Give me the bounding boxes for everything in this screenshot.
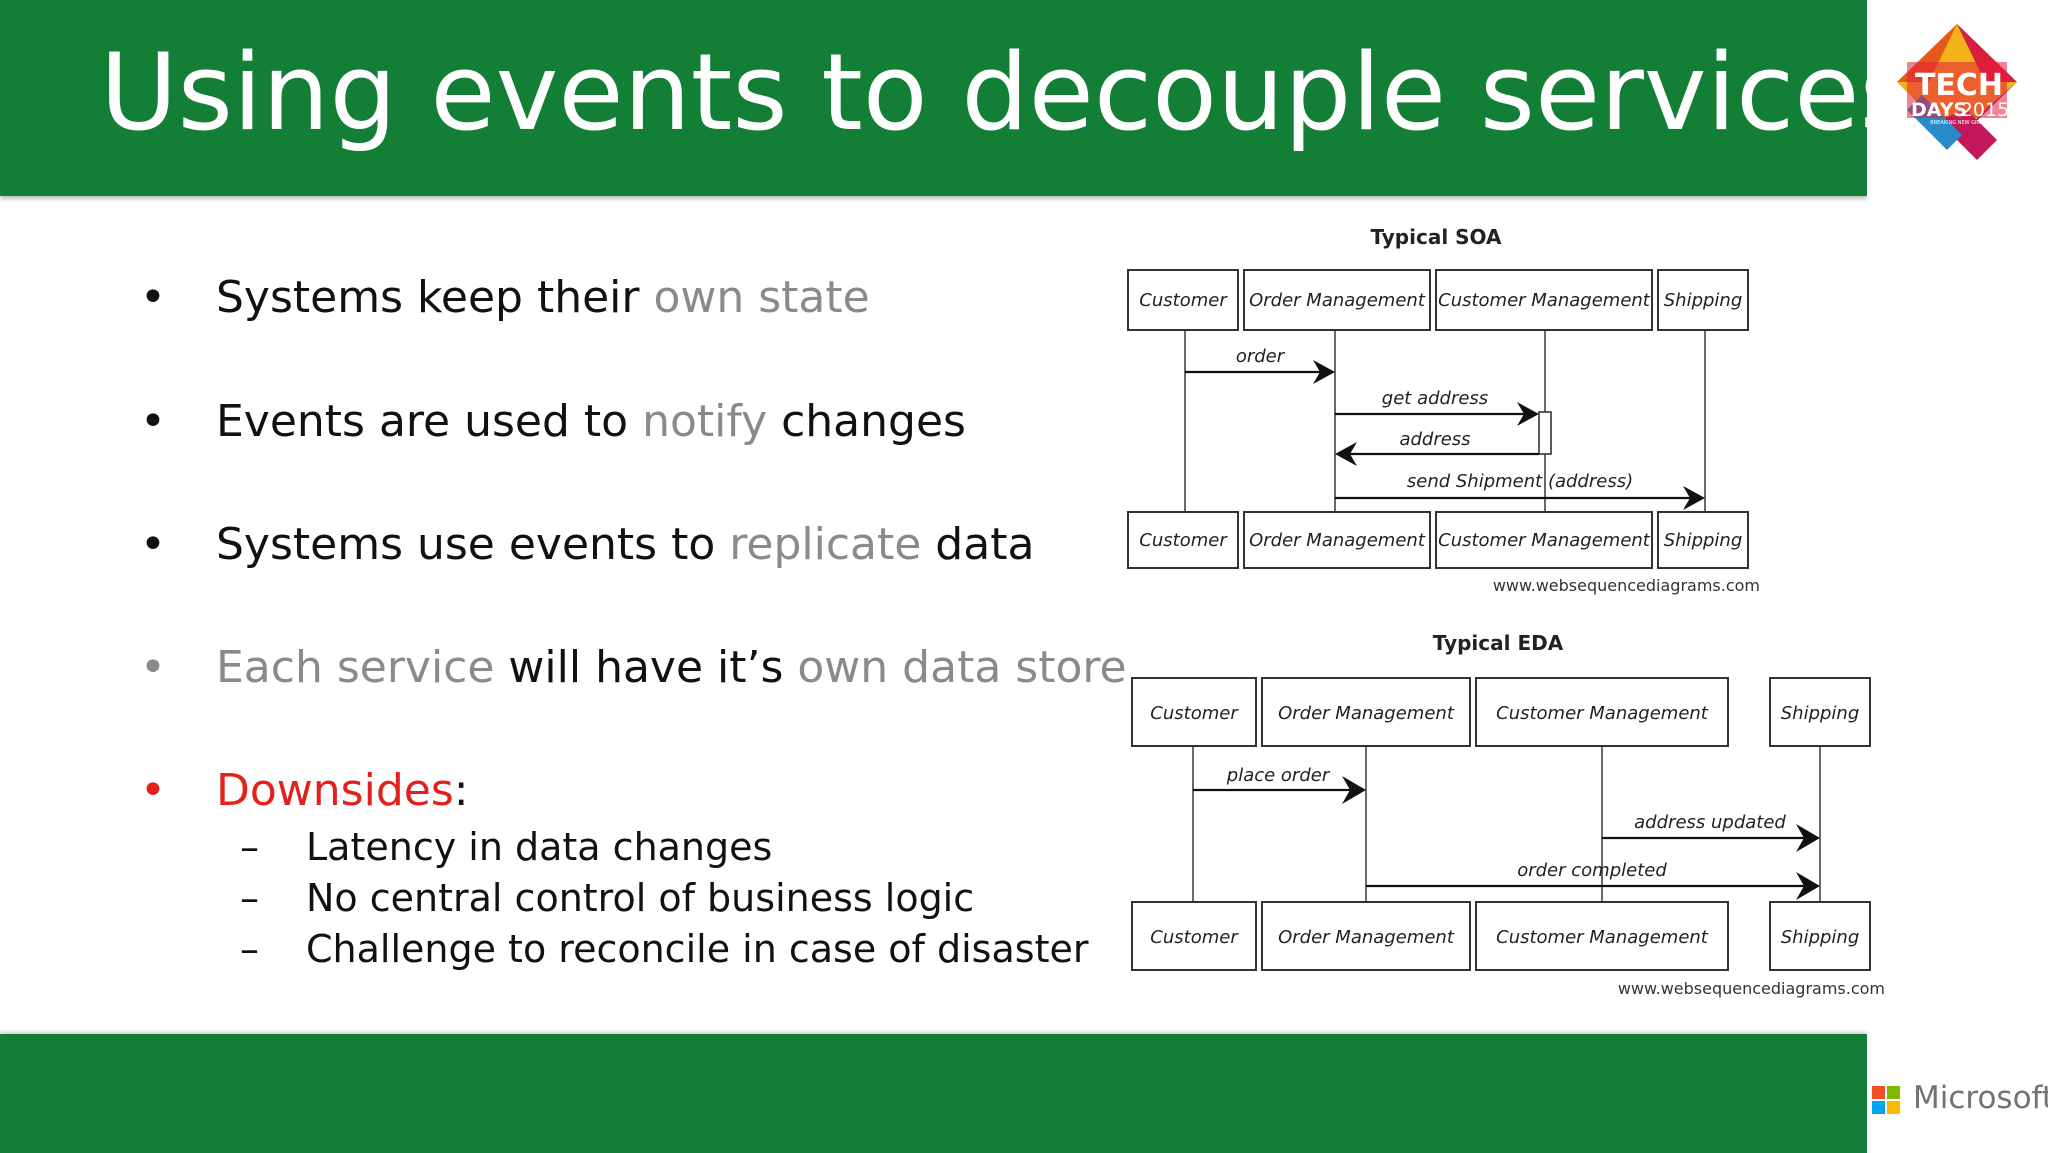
bullet-highlight: Each service [216, 642, 495, 693]
sub-bullet-dash: – [240, 825, 259, 869]
bullet-text: changes [767, 396, 966, 447]
soa-participant-customer-management-bottom: Customer Management [1435, 511, 1653, 569]
eda-message-place-order: place order [1193, 765, 1366, 804]
svg-text:Customer Management: Customer Management [1438, 290, 1651, 311]
svg-text:Customer Management: Customer Management [1496, 703, 1709, 724]
soa-participant-order-management: Order Management [1243, 269, 1431, 331]
microsoft-logo-icon [1872, 1086, 1900, 1114]
eda-message-address-updated: address updated [1602, 812, 1820, 852]
svg-text:Customer: Customer [1139, 530, 1228, 551]
eda-participant-order-management: Order Management [1261, 677, 1471, 747]
svg-text:Shipping: Shipping [1664, 530, 1743, 551]
eda-participant-customer-management: Customer Management [1475, 677, 1729, 747]
activation-bar [1538, 411, 1552, 455]
eda-diagram-title: Typical EDA [1433, 631, 1564, 655]
svg-text:Customer Management: Customer Management [1496, 927, 1709, 948]
eda-participant-order-management-bottom: Order Management [1261, 901, 1471, 971]
svg-text:get address: get address [1382, 388, 1488, 409]
footer-bar [0, 1034, 1867, 1153]
svg-text:Shipping: Shipping [1664, 290, 1743, 311]
soa-participant-customer-management: Customer Management [1435, 269, 1653, 331]
svg-text:send Shipment (address): send Shipment (address) [1407, 471, 1633, 492]
bullet-list: • Systems keep their own state • Events … [0, 0, 1127, 1034]
svg-text:Customer: Customer [1150, 927, 1239, 948]
logo-text-days: DAYS [1911, 99, 1967, 121]
eda-participant-customer-management-bottom: Customer Management [1475, 901, 1729, 971]
bullet-text: Events are used to [216, 396, 643, 447]
svg-text:Order Management: Order Management [1278, 703, 1455, 724]
sub-bullet-dash: – [240, 927, 259, 971]
bullet-text: Systems use events to [216, 519, 730, 570]
soa-diagram-title: Typical SOA [1371, 225, 1503, 249]
downsides-heading: Downsides [216, 765, 454, 816]
svg-text:address: address [1399, 429, 1470, 450]
sub-bullet-text: No central control of business logic [306, 876, 975, 920]
svg-text:Customer Management: Customer Management [1438, 530, 1651, 551]
svg-text:Customer: Customer [1150, 703, 1239, 724]
title-bar: Using events to decouple services [0, 0, 1915, 196]
soa-credit: www.websequencediagrams.com [1493, 576, 1760, 595]
bullet-highlight: notify [642, 396, 768, 447]
svg-text:Order Management: Order Management [1249, 530, 1426, 551]
svg-text:place order: place order [1226, 765, 1331, 786]
slide-title: Using events to decouple services [100, 31, 1915, 154]
soa-participant-shipping-bottom: Shipping [1657, 511, 1749, 569]
eda-participant-shipping: Shipping [1769, 677, 1871, 747]
svg-text:order completed: order completed [1517, 860, 1667, 881]
bullet-dot: • [140, 396, 166, 447]
sub-bullet-text: Challenge to reconcile in case of disast… [306, 927, 1089, 971]
logo-text-tech: TECH [1915, 68, 2003, 103]
bullet-text: will have it’s [494, 642, 798, 693]
soa-participant-order-management-bottom: Order Management [1243, 511, 1431, 569]
eda-participant-customer: Customer [1131, 677, 1257, 747]
svg-text:Shipping: Shipping [1781, 927, 1860, 948]
svg-text:address updated: address updated [1634, 812, 1786, 833]
bullet-text: Systems keep their [216, 272, 654, 323]
tech-days-logo-graphic: TECH DAYS 2015 BREAKING NEW GROUND [1897, 24, 2017, 160]
soa-message-get-address: get address [1335, 388, 1539, 426]
soa-sequence-diagram: Typical SOA Customer Order Management Cu… [1127, 225, 1760, 595]
soa-message-send-shipment: send Shipment (address) [1335, 471, 1705, 510]
bullet-highlight: replicate [729, 519, 922, 570]
eda-sequence-diagram: Typical EDA Customer Order Management Cu… [1131, 631, 1885, 998]
soa-message-address: address [1335, 429, 1539, 466]
bullet-highlight: own data store [797, 642, 1127, 693]
logo-tagline: BREAKING NEW GROUND [1930, 120, 1994, 126]
svg-text:Order Management: Order Management [1249, 290, 1426, 311]
sub-bullet-dash: – [240, 876, 259, 920]
soa-participant-customer: Customer [1127, 269, 1239, 331]
bullet-dot: • [140, 519, 166, 570]
tech-days-logo: TECH DAYS 2015 BREAKING NEW GROUND [1867, 0, 2048, 196]
svg-text:Order Management: Order Management [1278, 927, 1455, 948]
microsoft-wordmark: Microsoft [1913, 1080, 2048, 1116]
eda-message-order-completed: order completed [1366, 860, 1820, 900]
soa-participant-shipping: Shipping [1657, 269, 1749, 331]
sub-bullet-text: Latency in data changes [306, 825, 773, 869]
bullet-dot: • [140, 272, 166, 323]
svg-text:order: order [1236, 346, 1286, 367]
svg-text:Shipping: Shipping [1781, 703, 1860, 724]
logo-text-year: 2015 [1961, 99, 2009, 121]
svg-text:Customer: Customer [1139, 290, 1228, 311]
eda-participant-shipping-bottom: Shipping [1769, 901, 1871, 971]
bullet-highlight: own state [653, 272, 870, 323]
bullet-dot: • [140, 642, 166, 693]
bullet-text: : [453, 765, 469, 816]
bullet-text: data [921, 519, 1035, 570]
bullet-dot: • [140, 765, 166, 816]
soa-message-order: order [1185, 346, 1335, 384]
eda-credit: www.websequencediagrams.com [1618, 979, 1885, 998]
soa-participant-customer-bottom: Customer [1127, 511, 1239, 569]
eda-participant-customer-bottom: Customer [1131, 901, 1257, 971]
